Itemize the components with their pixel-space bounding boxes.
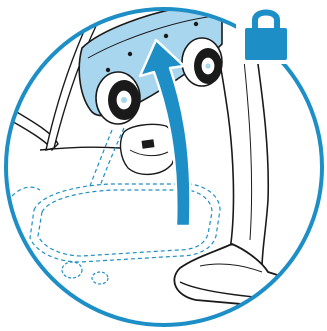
bolt xyxy=(128,52,132,56)
bolt xyxy=(194,22,198,26)
bolt xyxy=(106,68,110,72)
padlock-icon xyxy=(236,0,296,64)
caster-wheel-right xyxy=(182,38,222,86)
mechanism-slot xyxy=(142,139,155,149)
center-mechanism xyxy=(121,124,176,174)
bolt xyxy=(164,34,168,38)
caster-wheel-left xyxy=(96,72,140,124)
